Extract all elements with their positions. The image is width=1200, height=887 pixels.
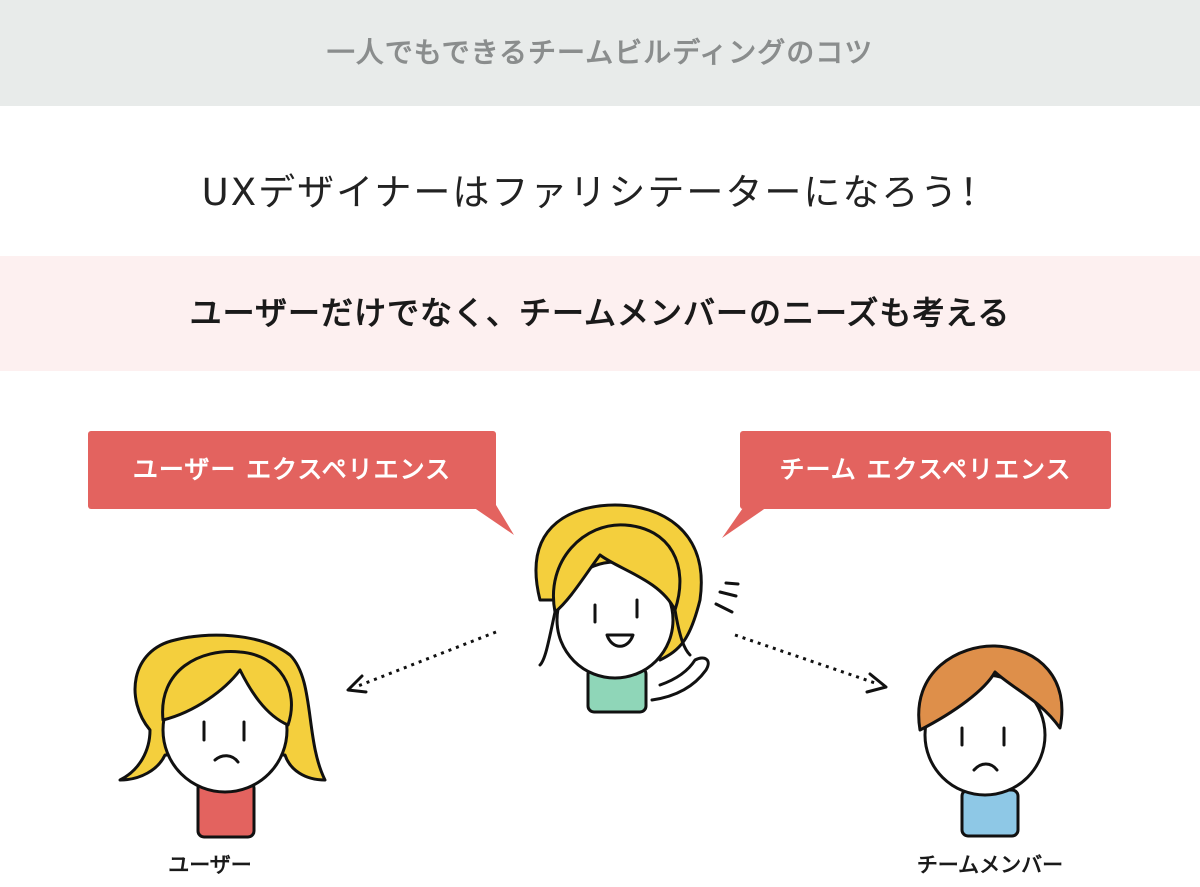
user-character xyxy=(118,633,327,839)
subtitle: ユーザーだけでなく、チームメンバーのニーズも考える xyxy=(189,294,1011,332)
bubble-right-tail xyxy=(722,505,770,538)
team-member-character xyxy=(917,644,1064,838)
facilitator-character xyxy=(534,503,740,714)
bubble-user-experience: ユーザー エクスペリエンス xyxy=(88,431,496,509)
caption-user: ユーザー xyxy=(168,853,252,877)
bubble-team-experience: チーム エクスペリエンス xyxy=(740,431,1111,509)
page-title: UXデザイナーはファリシテーターになろう！ xyxy=(201,171,999,214)
caption-team-member: チームメンバー xyxy=(916,853,1064,877)
dotted-arrow-left xyxy=(346,630,497,694)
bubble-left-tail xyxy=(470,505,514,535)
header-band xyxy=(0,0,1200,106)
slide-header-title: 一人でもできるチームビルディングのコツ xyxy=(326,36,874,69)
dotted-arrow-right xyxy=(734,633,888,694)
subtitle-band xyxy=(0,256,1200,371)
